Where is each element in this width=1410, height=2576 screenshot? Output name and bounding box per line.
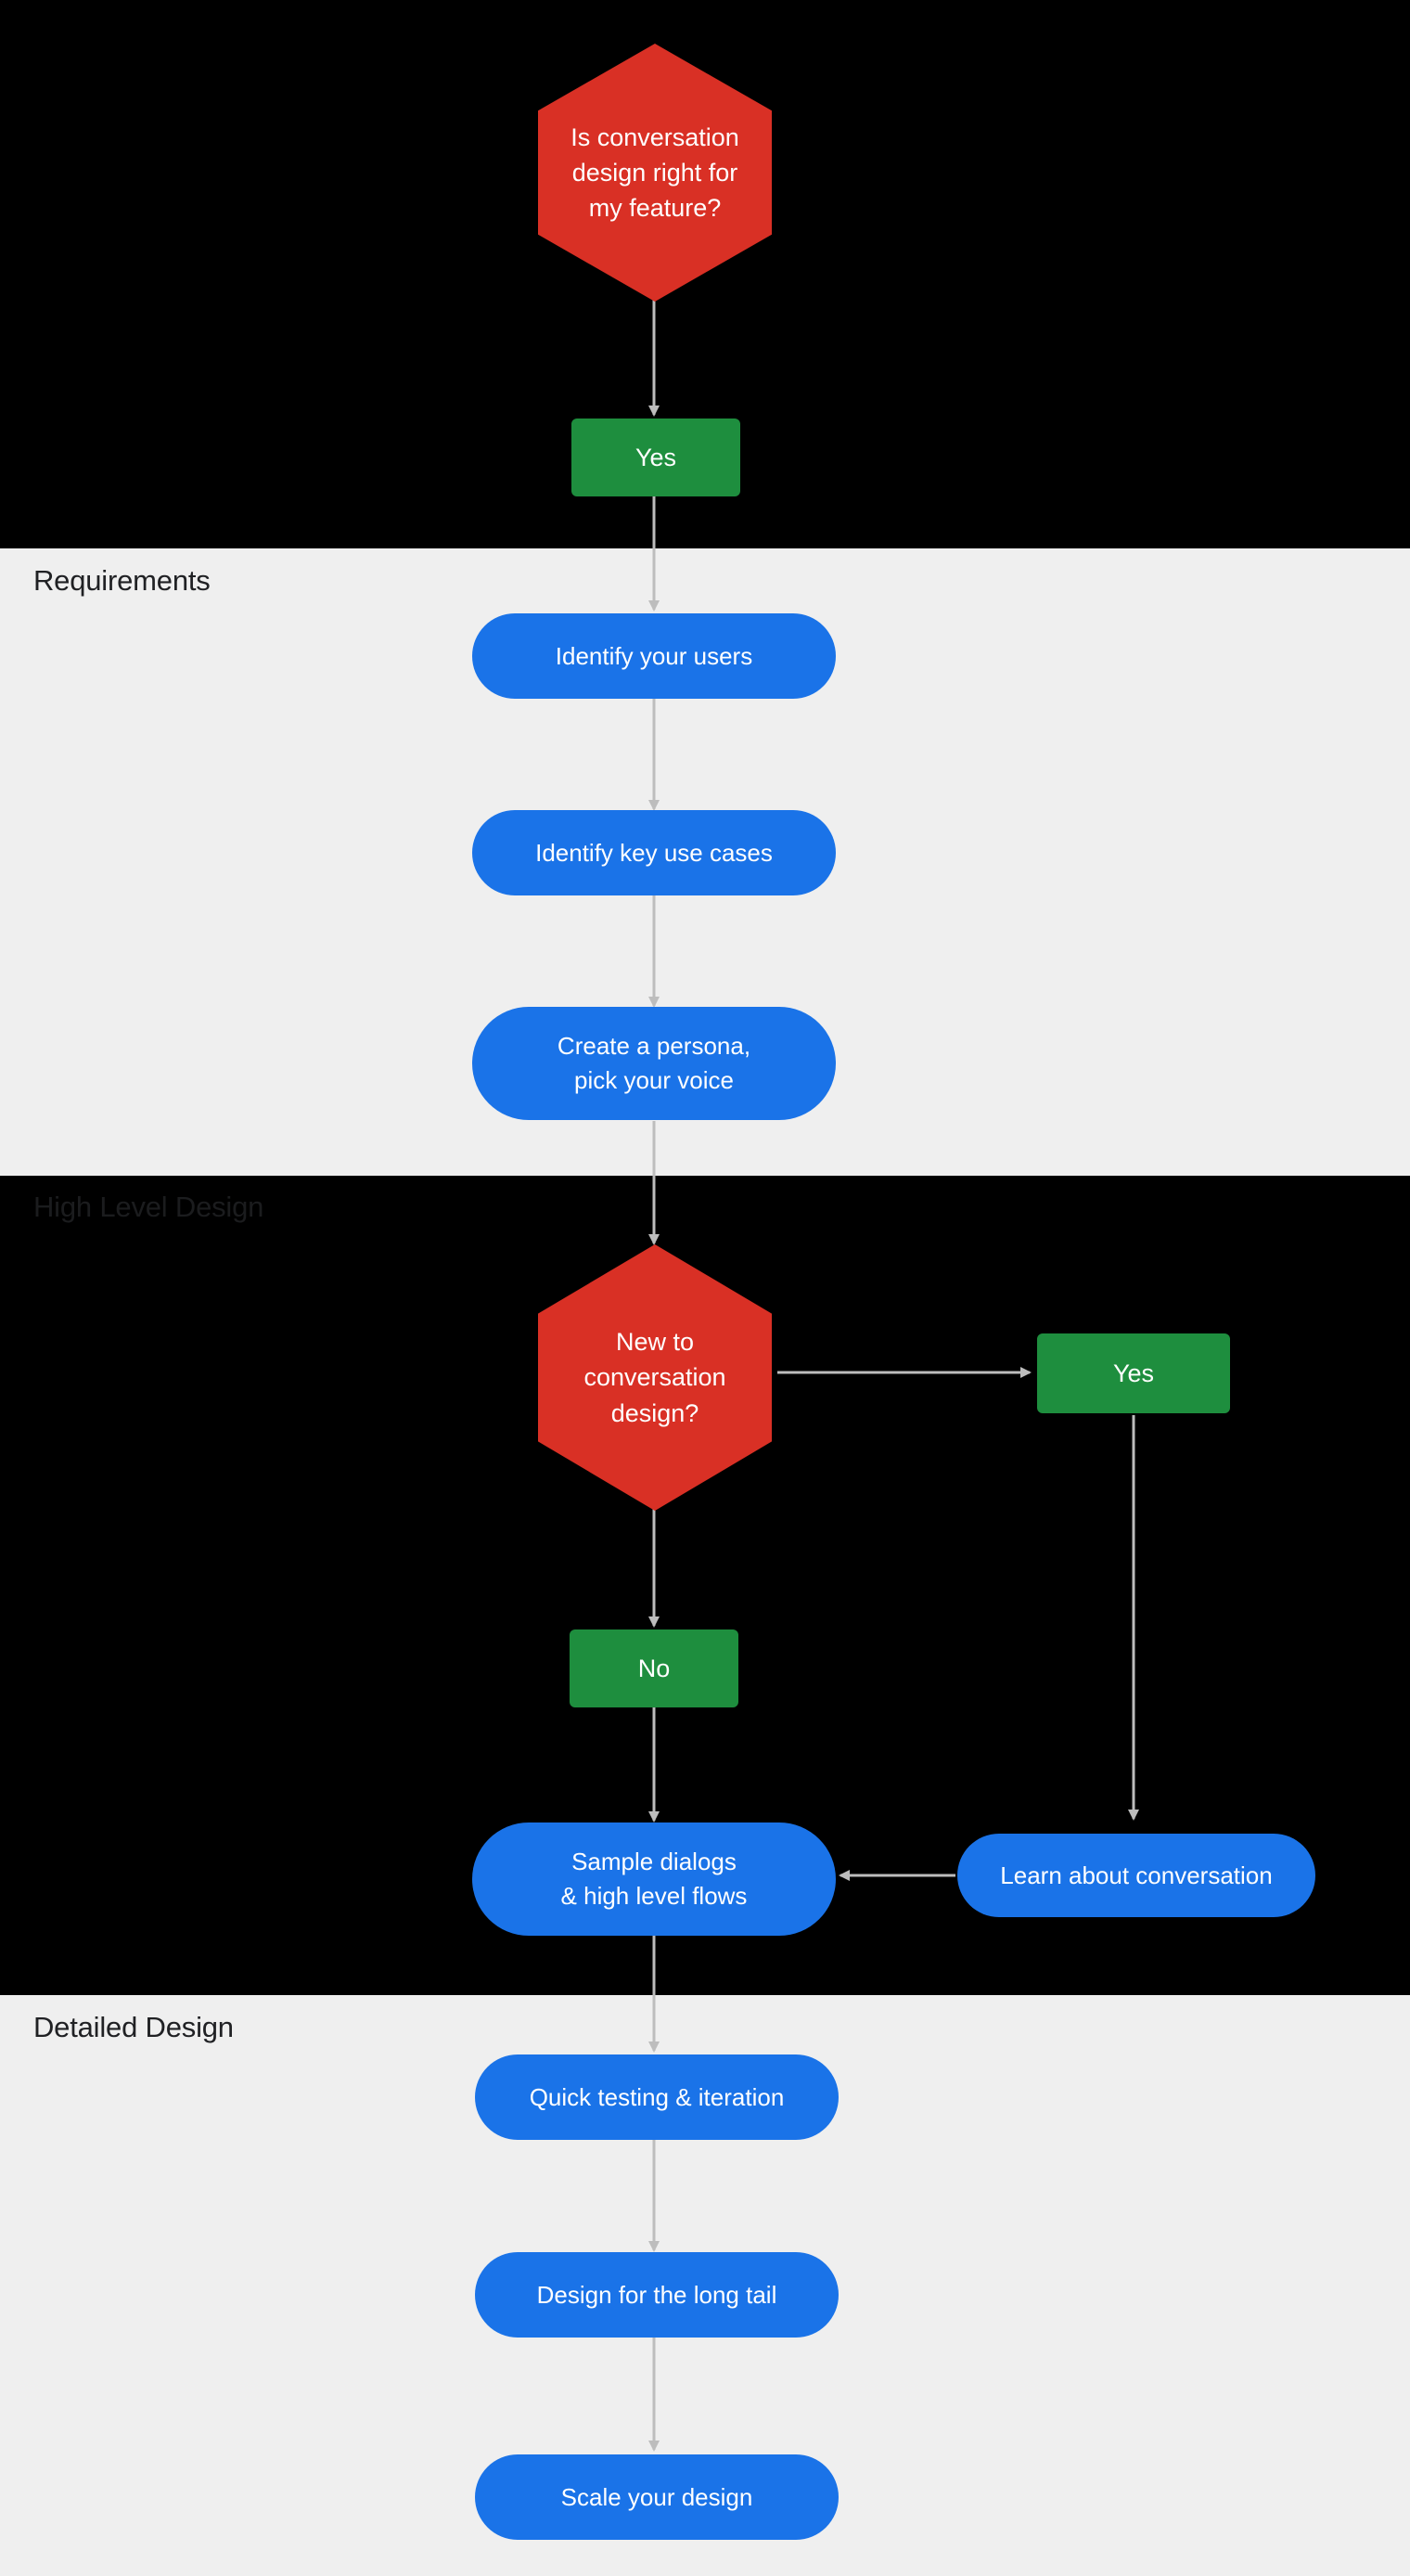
step-label: Learn about conversation xyxy=(1000,1861,1273,1889)
answer-label: Yes xyxy=(634,443,677,471)
step-label: Quick testing & iteration xyxy=(529,2082,785,2111)
step-sample-dialogs-high-level-flows[interactable]: Sample dialogs& high level flows xyxy=(472,1823,836,1936)
answer-no-new-to-conversation-design[interactable]: No xyxy=(570,1629,738,1707)
answer-label: No xyxy=(637,1654,671,1682)
step-scale-your-design[interactable]: Scale your design xyxy=(475,2454,839,2540)
section-label-detailed-design: Detailed Design xyxy=(33,2011,234,2043)
answer-yes-after-right-for-feature[interactable]: Yes xyxy=(571,419,740,496)
step-identify-your-users[interactable]: Identify your users xyxy=(472,613,836,699)
step-label: Design for the long tail xyxy=(536,2280,777,2309)
step-label: Identify your users xyxy=(555,641,753,670)
step-quick-testing-iteration[interactable]: Quick testing & iteration xyxy=(475,2054,839,2140)
section-label-high-level-design: High Level Design xyxy=(33,1191,264,1223)
step-label: Create a persona,pick your voice xyxy=(557,1032,751,1094)
step-label: Scale your design xyxy=(560,2482,753,2511)
answer-yes-new-to-conversation-design[interactable]: Yes xyxy=(1037,1333,1230,1413)
step-identify-key-use-cases[interactable]: Identify key use cases xyxy=(472,810,836,895)
step-learn-about-conversation[interactable]: Learn about conversation xyxy=(957,1834,1315,1917)
step-create-persona-pick-voice[interactable]: Create a persona,pick your voice xyxy=(472,1007,836,1120)
answer-label: Yes xyxy=(1112,1359,1155,1387)
step-design-for-the-long-tail[interactable]: Design for the long tail xyxy=(475,2252,839,2338)
section-label-requirements: Requirements xyxy=(33,564,211,597)
step-label: Sample dialogs& high level flows xyxy=(560,1848,748,1910)
step-label: Identify key use cases xyxy=(535,838,773,867)
